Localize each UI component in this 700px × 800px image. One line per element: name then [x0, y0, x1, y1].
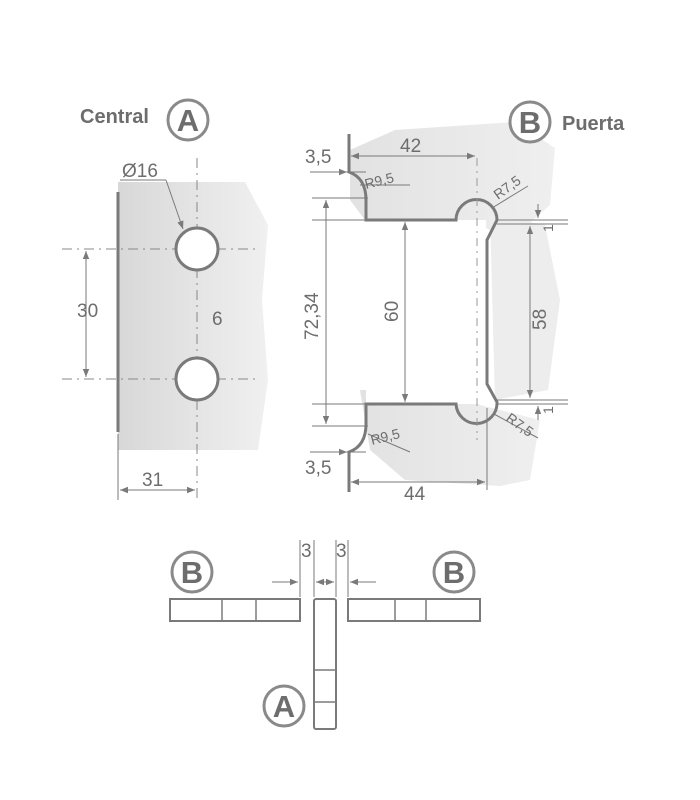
assembly-left-badge-letter: B	[181, 555, 203, 590]
part-b-offset-bottom-label: 3,5	[305, 458, 331, 479]
part-b-width-top-label: 42	[400, 136, 421, 157]
assembly-left-badge	[170, 550, 214, 594]
part-a-spacing-label: 30	[77, 301, 98, 322]
part-b-badge	[508, 100, 552, 144]
part-b-inner-space	[366, 220, 486, 404]
assembly-vertical-bar	[313, 598, 337, 730]
r75-bottom-leader	[493, 413, 539, 439]
assembly-gap-right-label: 3	[336, 541, 347, 562]
part-b-profile	[347, 134, 499, 492]
part-a-plate-shadow	[118, 182, 268, 450]
assembly-left-bar	[169, 598, 301, 622]
part-a-badge-letter: A	[177, 103, 199, 138]
r95-bottom-leader	[367, 433, 411, 453]
part-b-radius-inner-top-label: R9,5	[363, 169, 396, 192]
part-a-title: Central	[80, 106, 149, 128]
part-b-shadow-right	[490, 215, 560, 400]
part-a-badge	[166, 98, 210, 142]
assembly-right-badge	[432, 550, 476, 594]
part-b-drawing: 42 44 3,5 3,5 72,34 60 58 1 1	[302, 100, 625, 505]
r75-top-leader	[491, 185, 529, 209]
part-b-gap-bottom-label: 1	[540, 406, 556, 414]
assembly-right-bar	[347, 598, 481, 622]
diameter-leader-arrow	[165, 179, 184, 230]
part-a-diameter-label: Ø16	[122, 161, 158, 182]
assembly-bottom-badge-letter: A	[273, 689, 295, 724]
part-b-badge-letter: B	[519, 105, 541, 140]
part-b-height-inner-label: 60	[382, 301, 403, 322]
part-b-offset-top-label: 3,5	[305, 147, 331, 168]
assembly-gap-left-label: 3	[301, 541, 312, 562]
part-b-shadow-top	[350, 122, 555, 240]
assembly-right-badge-letter: B	[443, 555, 465, 590]
part-b-radius-inner-bottom-label: R9,5	[369, 425, 402, 448]
part-b-gap-top-label: 1	[540, 224, 556, 232]
part-b-width-bottom-label: 44	[404, 484, 426, 505]
part-a-offset-label: 31	[142, 470, 163, 491]
part-a-drawing: Ø16 30 6 31 Central A	[62, 98, 268, 500]
assembly-bottom-badge	[262, 684, 306, 728]
part-a-hole-top	[174, 226, 220, 272]
part-b-height-total-label: 72,34	[302, 292, 323, 340]
part-a-hole-bottom	[174, 356, 220, 402]
assembly-drawing: 3 3 B B A	[169, 540, 481, 730]
part-b-height-right-label: 58	[530, 309, 551, 330]
part-b-title: Puerta	[562, 113, 625, 135]
part-a-thickness-label: 6	[212, 309, 223, 330]
